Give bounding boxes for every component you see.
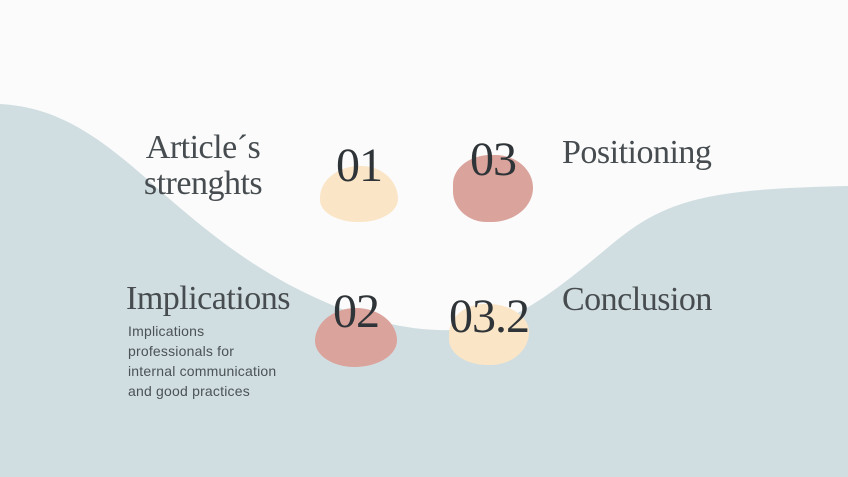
blob-03-2 — [449, 304, 529, 365]
section-number-03-2: 03.2 — [449, 290, 530, 343]
section-number-02: 02 — [333, 285, 380, 338]
wave-path — [0, 104, 848, 477]
section-title-implications: Implications — [126, 280, 290, 317]
blob-01 — [320, 166, 398, 222]
section-title-article-strengths: Article´s strenghts — [143, 129, 263, 202]
section-description-implications: Implications professionals for internal … — [128, 323, 277, 399]
section-title-conclusion: Conclusion — [562, 281, 712, 318]
section-number-01: 01 — [336, 139, 383, 192]
blob-02 — [315, 308, 397, 367]
section-title-positioning: Positioning — [562, 134, 712, 171]
section-number-03: 03 — [470, 133, 517, 186]
blob-03 — [453, 155, 533, 222]
